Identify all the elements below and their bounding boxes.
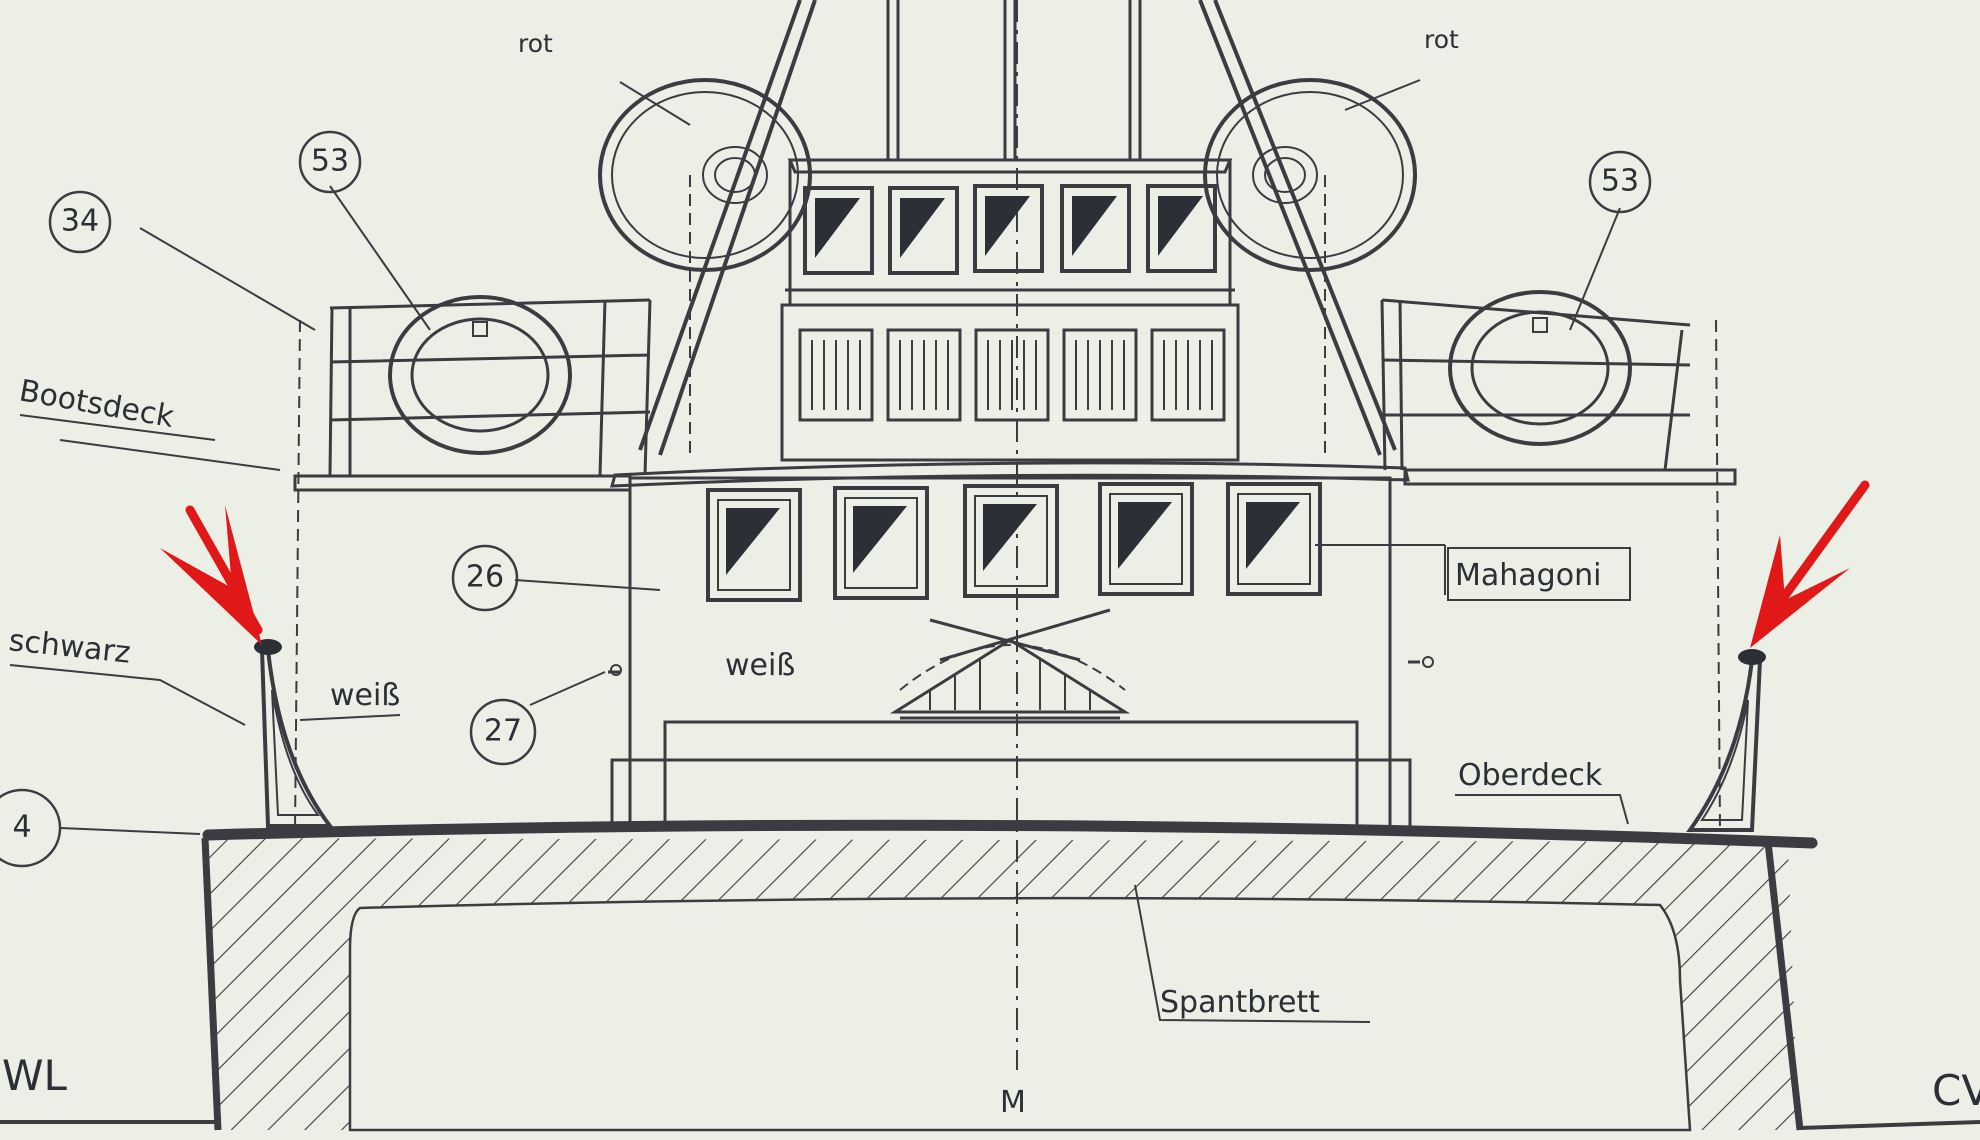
lower-windows: [706, 482, 1322, 602]
label-spantbrett: Spantbrett: [1160, 985, 1320, 1020]
label-wl-left: WL: [2, 1051, 68, 1100]
bow-chocks: [259, 648, 1763, 832]
boat-deck: [293, 319, 1737, 831]
callout-53-right-number: 53: [1601, 164, 1639, 199]
callout-53-left-number: 53: [311, 144, 349, 179]
red-arrow-right-icon: [1750, 480, 1870, 648]
stays: [638, 0, 1397, 456]
skylight: [889, 608, 1131, 720]
ventilators: [598, 78, 1417, 460]
label-mahagoni: Mahagoni: [1455, 558, 1601, 593]
callout-26: 26: [451, 544, 519, 612]
callout-4: 4: [0, 788, 62, 868]
label-wl-right: CV: [1932, 1066, 1980, 1115]
label-rot-left: rot: [518, 29, 553, 58]
masts: [886, 0, 1142, 160]
callout-34-number: 34: [61, 204, 99, 239]
waterline: [0, 1120, 1980, 1130]
callout-27: 27: [469, 698, 537, 766]
label-schwarz: schwarz: [7, 623, 132, 671]
label-oberdeck: Oberdeck: [1458, 758, 1603, 793]
label-midline: M: [1000, 1085, 1026, 1120]
callout-53-right: 53: [1588, 150, 1652, 214]
side-lamps: [608, 656, 1434, 676]
callout-27-number: 27: [484, 714, 522, 749]
label-rot-right: rot: [1424, 25, 1459, 54]
label-weiss-left: weiß: [330, 678, 400, 713]
hull-section: [201, 837, 1804, 1132]
life-rings: [388, 290, 1632, 455]
callout-34: 34: [48, 190, 112, 254]
bridge-windows: [803, 184, 1217, 275]
callout-53-left: 53: [298, 130, 362, 194]
callout-26-number: 26: [466, 560, 504, 595]
callout-4-number: 4: [12, 810, 31, 845]
bollard-caps: [254, 639, 1766, 665]
railings: [328, 298, 1691, 476]
leader-lines: [9, 79, 1629, 1023]
deckhouse-lower: [610, 461, 1412, 830]
louvred-panels: [798, 328, 1226, 422]
oberdeck-line: [202, 819, 1818, 849]
label-weiss-center: weiß: [725, 648, 795, 683]
red-arrow-left-icon: [160, 505, 263, 645]
mahagoni-label-box: [1447, 547, 1631, 601]
